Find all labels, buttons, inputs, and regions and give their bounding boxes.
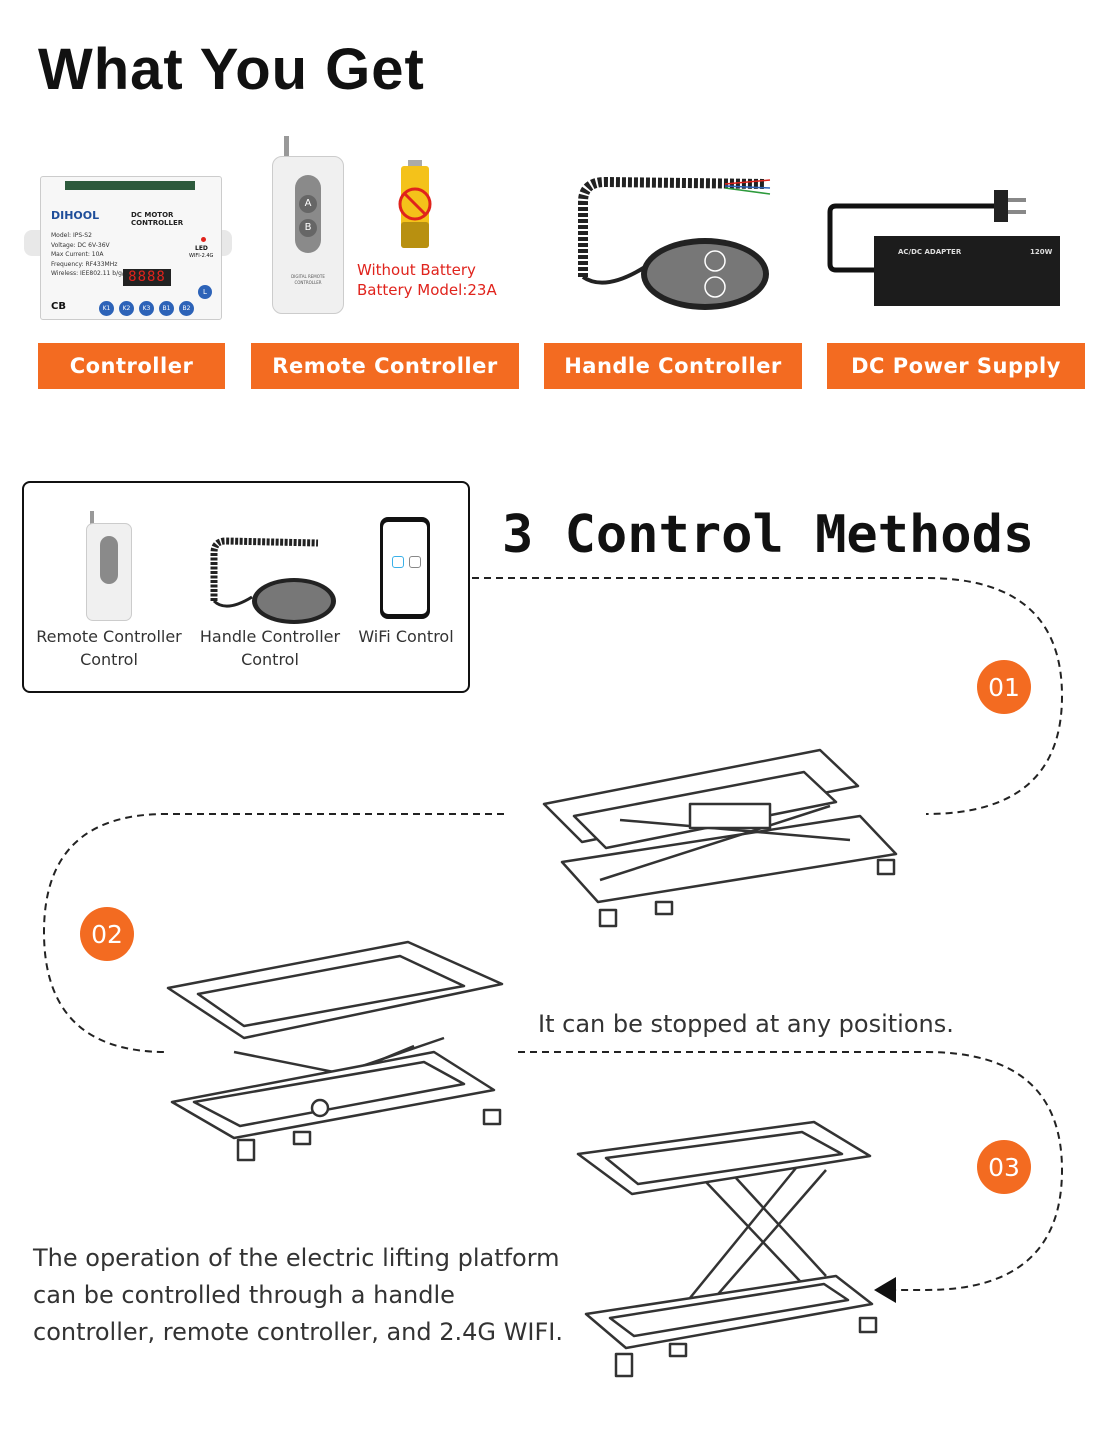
lift-platform-lowered-image [542, 748, 898, 928]
remote-antenna-icon [284, 136, 289, 164]
adapter-title: AC/DC ADAPTER [898, 248, 962, 256]
handle-small-icon [210, 537, 336, 624]
wifi-label: WIFI-2.4G [189, 253, 214, 259]
battery-icon [398, 160, 432, 248]
phone-icon [380, 517, 430, 619]
controller-button-k3[interactable]: K3 [139, 301, 154, 316]
remote-button-a[interactable]: A [299, 195, 317, 213]
controller-button-b2[interactable]: B2 [179, 301, 194, 316]
method-caption-wifi: WiFi Control [358, 627, 454, 646]
arrow-icon [874, 1277, 896, 1303]
controller-button-k2[interactable]: K2 [119, 301, 134, 316]
wifi-app-icon [392, 556, 404, 568]
controller-button-k1[interactable]: K1 [99, 301, 114, 316]
battery-note: Without Battery Battery Model:23A [357, 261, 497, 299]
controller-brand: DIHOOL [51, 209, 100, 222]
control-methods-box: Remote Controller Control Handle Control… [22, 481, 470, 693]
label-remote-controller: Remote Controller [251, 343, 519, 389]
controller-model-title: DC MOTOR CONTROLLER [131, 211, 184, 227]
page-title: What You Get [38, 37, 425, 102]
cert-mark: CB [51, 301, 66, 312]
label-controller: Controller [38, 343, 225, 389]
method-caption-handle: Handle Controller Control [199, 627, 341, 669]
remote-button-b[interactable]: B [299, 219, 317, 237]
remote-caption: DIGITAL REMOTE CONTROLLER [291, 274, 325, 285]
handle-controller-image [578, 176, 771, 310]
controller-l-button[interactable]: L [198, 285, 212, 299]
controller-button-b1[interactable]: B1 [159, 301, 174, 316]
led-indicator-icon [201, 237, 206, 242]
label-handle-controller: Handle Controller [544, 343, 802, 389]
controller-display: 8888 [123, 269, 171, 286]
description: The operation of the electric lifting pl… [33, 1244, 563, 1346]
method-caption-remote: Remote Controller Control [36, 627, 182, 669]
step-02-badge: 02 [80, 907, 134, 961]
led-label: LED [195, 245, 208, 252]
step-01-badge: 01 [977, 660, 1031, 714]
adapter-power: 120W [1030, 248, 1053, 256]
label-dc-power-supply: DC Power Supply [827, 343, 1085, 389]
lift-platform-raised-image [576, 1120, 878, 1378]
remote-controller-image: A B DIGITAL REMOTE CONTROLLER [270, 136, 346, 316]
methods-title: 3 Control Methods [502, 505, 1035, 565]
stop-position-note: It can be stopped at any positions. [538, 1010, 954, 1038]
controller-image: DIHOOL DC MOTOR CONTROLLER Model: IPS-S2… [22, 168, 232, 320]
step-03-badge: 03 [977, 1140, 1031, 1194]
controller-specs: Model: IPS-S2 Voltage: DC 6V-36V Max Cur… [51, 232, 128, 277]
remote-small-icon [86, 511, 132, 621]
dc-power-supply-image [827, 190, 1060, 306]
lift-platform-mid-image [166, 940, 504, 1162]
